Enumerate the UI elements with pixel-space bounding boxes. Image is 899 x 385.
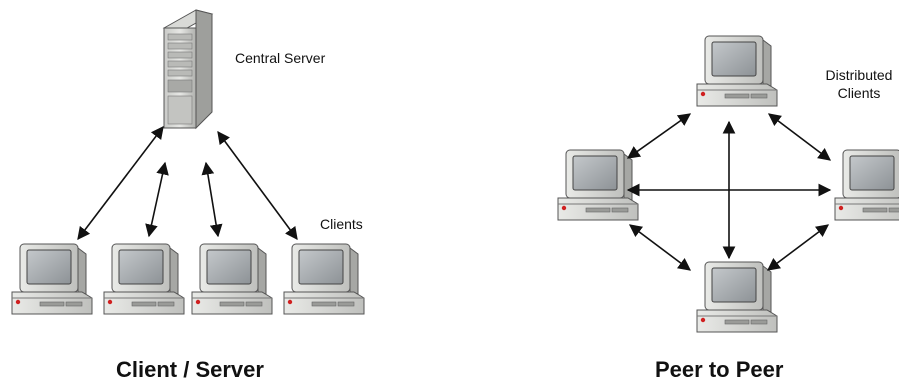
clients-label: Clients bbox=[320, 216, 363, 232]
desktop-computer-icon bbox=[834, 149, 899, 221]
client-server-arrows bbox=[77, 125, 298, 241]
client-computers bbox=[11, 243, 365, 315]
arrow-top-right bbox=[767, 113, 832, 161]
distributed-clients-label-line2: Clients bbox=[837, 85, 881, 101]
client-server-caption: Client / Server bbox=[116, 357, 264, 382]
desktop-computer-icon bbox=[11, 243, 93, 315]
desktop-computer-icon bbox=[557, 149, 639, 221]
central-server-label: Central Server bbox=[235, 50, 326, 66]
desktop-computer-icon bbox=[103, 243, 185, 315]
arrow-server-client-1 bbox=[77, 125, 164, 241]
desktop-computer-icon bbox=[191, 243, 273, 315]
desktop-computer-icon bbox=[696, 35, 778, 107]
arrow-left-bottom bbox=[628, 224, 692, 271]
central-server bbox=[162, 9, 214, 130]
peer-to-peer-caption: Peer to Peer bbox=[655, 357, 784, 382]
desktop-computer-icon bbox=[283, 243, 365, 315]
arrow-server-client-4 bbox=[217, 130, 298, 241]
peer-arrows bbox=[626, 113, 832, 271]
server-tower-icon bbox=[162, 9, 214, 130]
distributed-clients-label-line1: Distributed bbox=[825, 67, 893, 83]
arrow-right-bottom bbox=[766, 224, 830, 271]
desktop-computer-icon bbox=[696, 261, 778, 333]
arrow-top-left bbox=[626, 113, 692, 159]
arrow-server-client-2 bbox=[145, 161, 169, 238]
arrow-server-client-3 bbox=[201, 161, 223, 238]
distributed-clients-label: Distributed Clients bbox=[819, 66, 899, 102]
